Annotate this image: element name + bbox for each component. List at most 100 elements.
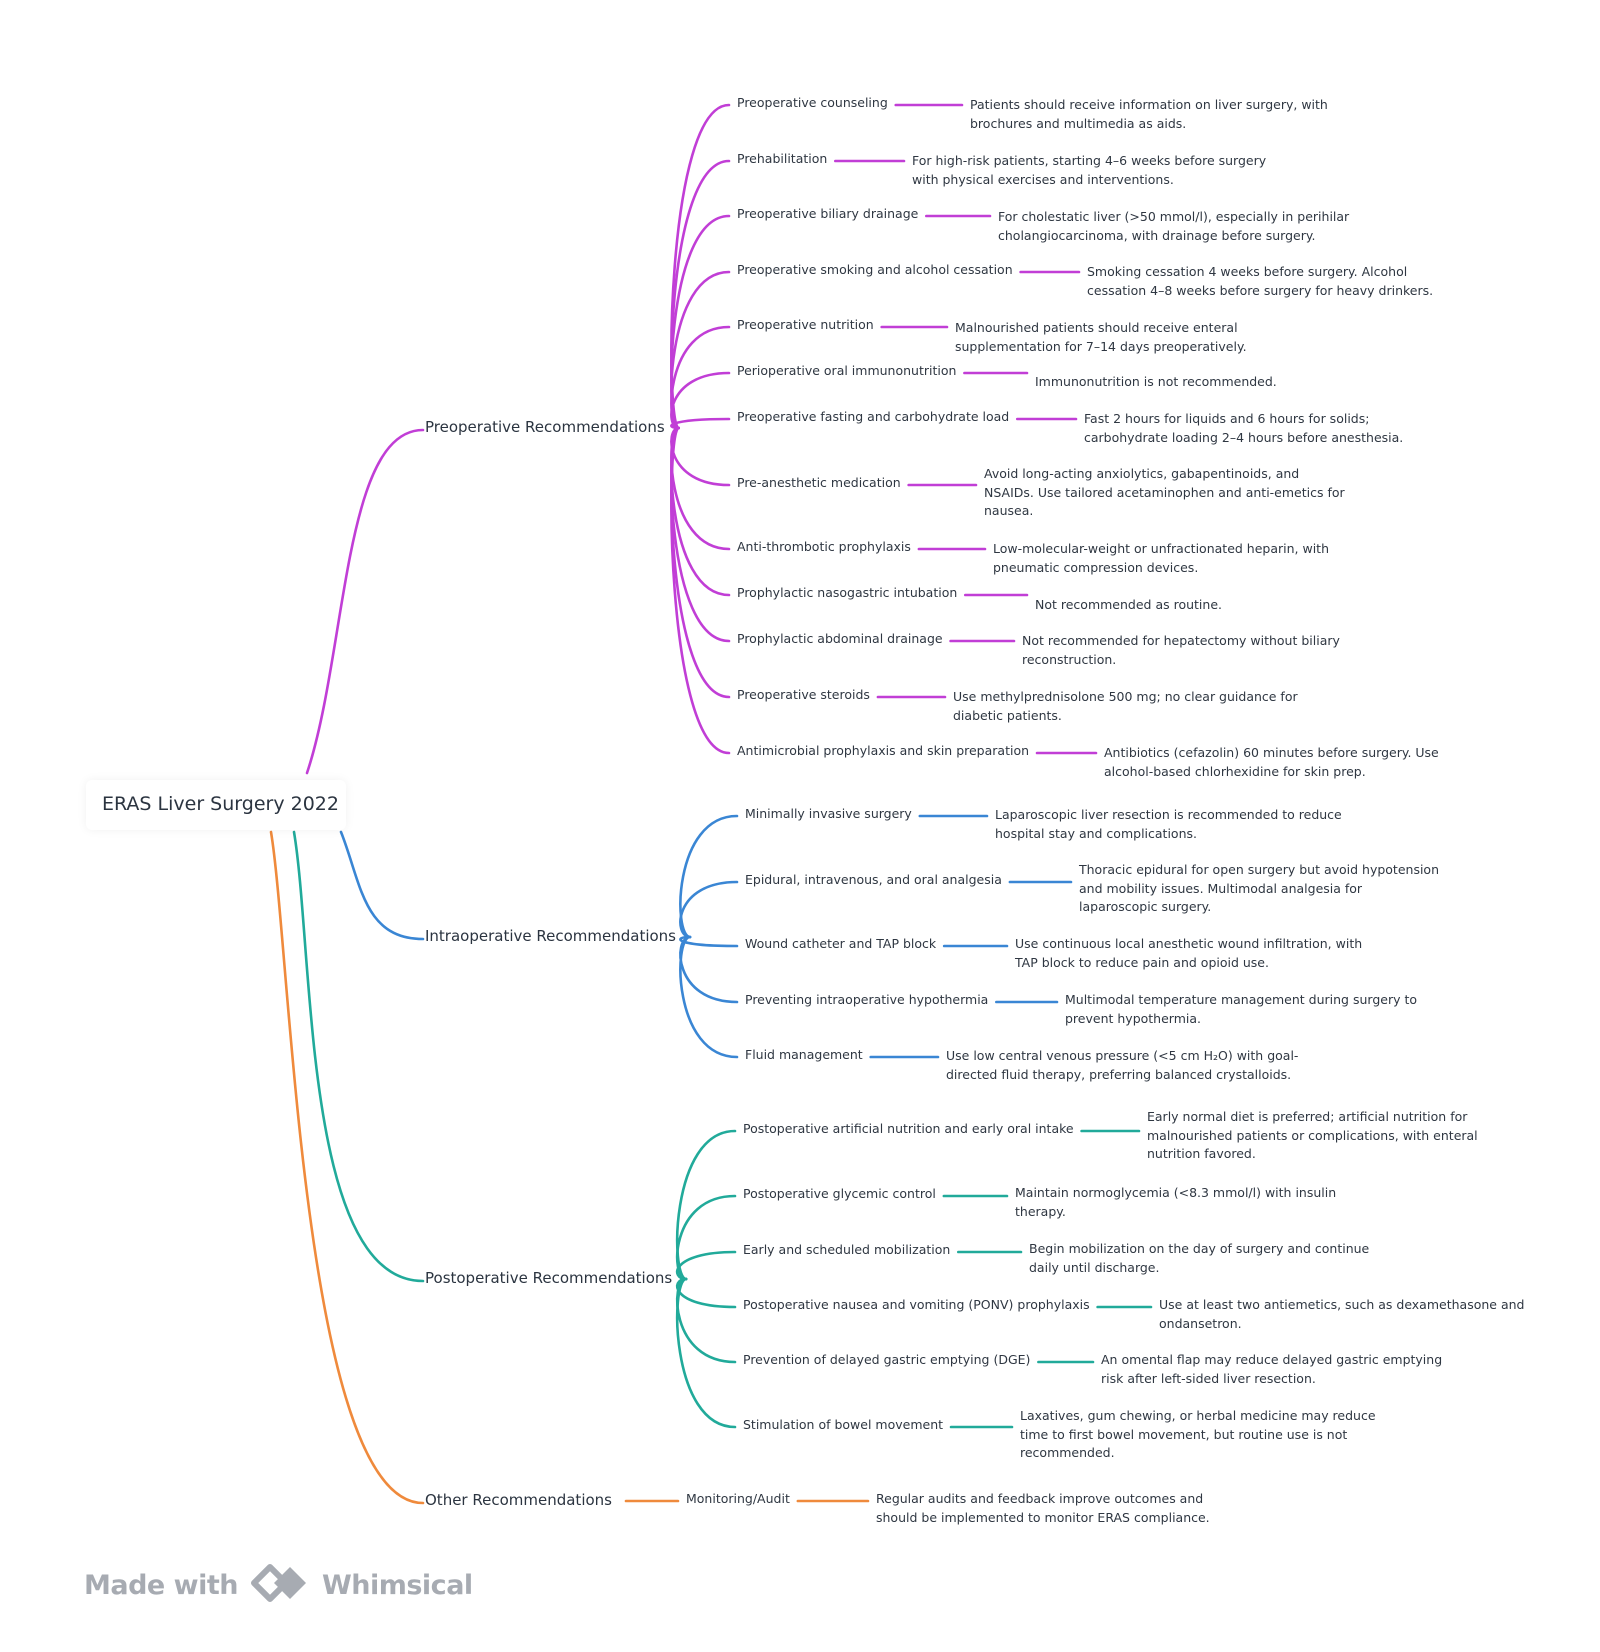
detail-text-line: Not recommended as routine. (1035, 597, 1222, 612)
branch-to-topic-connector (676, 1250, 737, 1281)
detail-text-line: brochures and multimedia as aids. (970, 115, 1187, 131)
topic-label[interactable]: Preventing intraoperative hypothermia (745, 992, 989, 1007)
detail-text-line: daily until discharge. (1029, 1259, 1160, 1275)
detail-text-line: supplementation for 7–14 days preoperati… (955, 338, 1247, 354)
root-to-branch-connector (269, 830, 425, 1505)
topic-label[interactable]: Preoperative steroids (737, 687, 870, 702)
detail-text-line: prevent hypothermia. (1065, 1010, 1201, 1026)
detail-text-line: TAP block to reduce pain and opioid use. (1015, 954, 1269, 970)
topic-label[interactable]: Preoperative biliary drainage (737, 206, 919, 221)
detail-text-line: Immunonutrition is not recommended. (1035, 374, 1277, 389)
branch-to-topic-connector (670, 103, 731, 430)
branch-label[interactable]: Other Recommendations (425, 1491, 612, 1509)
topic-label[interactable]: Prevention of delayed gastric emptying (… (743, 1352, 1031, 1367)
detail-text-line: cholangiocarcinoma, with drainage before… (998, 227, 1316, 243)
topic-label[interactable]: Early and scheduled mobilization (743, 1242, 951, 1257)
topic-label[interactable]: Minimally invasive surgery (745, 806, 912, 821)
detail-text-line: should be implemented to monitor ERAS co… (876, 1509, 1210, 1525)
detail-text-line: An omental flap may reduce delayed gastr… (1101, 1352, 1443, 1367)
branch-to-topic-connector (675, 1129, 737, 1281)
made-with-label: Made with (84, 1569, 238, 1601)
detail-text-line: Antibiotics (cefazolin) 60 minutes befor… (1104, 745, 1439, 760)
branch-label[interactable]: Preoperative Recommendations (425, 418, 665, 436)
detail-text-line: recommended. (1020, 1445, 1115, 1460)
topic-label[interactable]: Postoperative artificial nutrition and e… (743, 1121, 1074, 1136)
detail-text-line: Thoracic epidural for open surgery but a… (1079, 862, 1440, 877)
detail-text-line: Patients should receive information on l… (970, 97, 1328, 112)
topic-label[interactable]: Monitoring/Audit (686, 1491, 790, 1506)
detail-text-line: Begin mobilization on the day of surgery… (1029, 1241, 1370, 1256)
branch-to-topic-connector (670, 426, 731, 487)
detail-text-line: Laparoscopic liver resection is recommen… (995, 807, 1342, 822)
made-with-whimsical-badge[interactable]: Made with Whimsical (84, 1560, 473, 1610)
branch-to-topic-connector (670, 426, 731, 551)
branch-to-topic-connector (675, 1194, 737, 1281)
detail-text-line: ondansetron. (1159, 1315, 1242, 1331)
detail-text-line: Use methylprednisolone 500 mg; no clear … (953, 689, 1298, 704)
detail-text-line: risk after left-sided liver resection. (1101, 1370, 1316, 1386)
topic-label[interactable]: Prophylactic abdominal drainage (737, 631, 943, 646)
root-node[interactable] (86, 780, 346, 830)
topic-label[interactable]: Epidural, intravenous, and oral analgesi… (745, 872, 1002, 887)
detail-text-line: directed fluid therapy, preferring balan… (946, 1066, 1292, 1082)
detail-text-line: Fast 2 hours for liquids and 6 hours for… (1084, 411, 1370, 426)
detail-text-line: Use low central venous pressure (<5 cm H… (946, 1048, 1299, 1063)
topic-label[interactable]: Postoperative glycemic control (743, 1186, 936, 1201)
root-to-branch-connector (339, 830, 425, 941)
detail-text-line: time to first bowel movement, but routin… (1020, 1426, 1348, 1442)
detail-text-line: malnourished patients or complications, … (1147, 1127, 1478, 1143)
detail-text-line: For cholestatic liver (>50 mmol/l), espe… (998, 209, 1350, 224)
detail-text-line: carbohydrate loading 2–4 hours before an… (1084, 429, 1404, 445)
branch-label[interactable]: Postoperative Recommendations (425, 1269, 673, 1287)
branch-to-topic-connector (679, 935, 739, 1059)
root-node-label: ERAS Liver Surgery 2022 (102, 793, 339, 815)
topic-label[interactable]: Antimicrobial prophylaxis and skin prepa… (737, 743, 1030, 758)
branch-to-topic-connector (670, 426, 731, 755)
detail-text-line: Use at least two antiemetics, such as de… (1159, 1297, 1525, 1312)
branch-label[interactable]: Intraoperative Recommendations (425, 927, 677, 945)
root-to-branch-connector (292, 830, 425, 1283)
topic-label[interactable]: Preoperative nutrition (737, 317, 874, 332)
topic-label[interactable]: Preoperative counseling (737, 95, 888, 110)
branch-to-topic-connector (670, 371, 731, 430)
detail-text-line: Laxatives, gum chewing, or herbal medici… (1020, 1408, 1376, 1423)
detail-text-line: Early normal diet is preferred; artifici… (1147, 1109, 1468, 1124)
topic-label[interactable]: Fluid management (745, 1047, 863, 1062)
branch-to-topic-connector (675, 1277, 737, 1429)
topic-label[interactable]: Pre-anesthetic medication (737, 475, 901, 490)
whimsical-brand-label: Whimsical (321, 1569, 473, 1601)
detail-text-line: cessation 4–8 weeks before surgery for h… (1087, 282, 1434, 298)
branch-to-topic-connector (679, 814, 739, 939)
detail-text-line: laparoscopic surgery. (1079, 899, 1212, 914)
topic-label[interactable]: Wound catheter and TAP block (745, 936, 937, 951)
detail-text-line: nausea. (984, 503, 1034, 518)
topic-label[interactable]: Postoperative nausea and vomiting (PONV)… (743, 1297, 1090, 1312)
topic-label[interactable]: Anti-thrombotic prophylaxis (737, 539, 911, 554)
whimsical-logo-icon (250, 1561, 310, 1609)
detail-text-line: Low-molecular-weight or unfractionated h… (993, 541, 1329, 556)
detail-text-line: Use continuous local anesthetic wound in… (1015, 936, 1363, 951)
detail-text-line: For high-risk patients, starting 4–6 wee… (912, 153, 1267, 168)
detail-text-line: Malnourished patients should receive ent… (955, 320, 1238, 335)
detail-text-line: therapy. (1015, 1203, 1066, 1219)
topic-label[interactable]: Prehabilitation (737, 151, 828, 166)
topic-label[interactable]: Stimulation of bowel movement (743, 1417, 944, 1432)
detail-text-line: alcohol-based chlorhexidine for skin pre… (1104, 763, 1366, 779)
branch-to-topic-connector (676, 1277, 737, 1309)
detail-text-line: diabetic patients. (953, 707, 1062, 723)
topic-label[interactable]: Preoperative fasting and carbohydrate lo… (737, 409, 1010, 424)
topic-label[interactable]: Prophylactic nasogastric intubation (737, 585, 958, 600)
detail-text-line: nutrition favored. (1147, 1146, 1256, 1161)
detail-text-line: Multimodal temperature management during… (1065, 992, 1418, 1007)
branch-to-topic-connector (675, 1277, 737, 1364)
detail-text-line: Regular audits and feedback improve outc… (876, 1491, 1204, 1506)
detail-text-line: Smoking cessation 4 weeks before surgery… (1087, 264, 1408, 279)
detail-text-line: pneumatic compression devices. (993, 559, 1199, 575)
detail-text-line: Maintain normoglycemia (<8.3 mmol/l) wit… (1015, 1185, 1337, 1200)
topic-label[interactable]: Preoperative smoking and alcohol cessati… (737, 262, 1013, 277)
detail-text-line: reconstruction. (1022, 651, 1117, 667)
topic-label[interactable]: Perioperative oral immunonutrition (737, 363, 957, 378)
branch-to-topic-connector (670, 417, 731, 430)
detail-text-line: NSAIDs. Use tailored acetaminophen and a… (984, 484, 1345, 500)
